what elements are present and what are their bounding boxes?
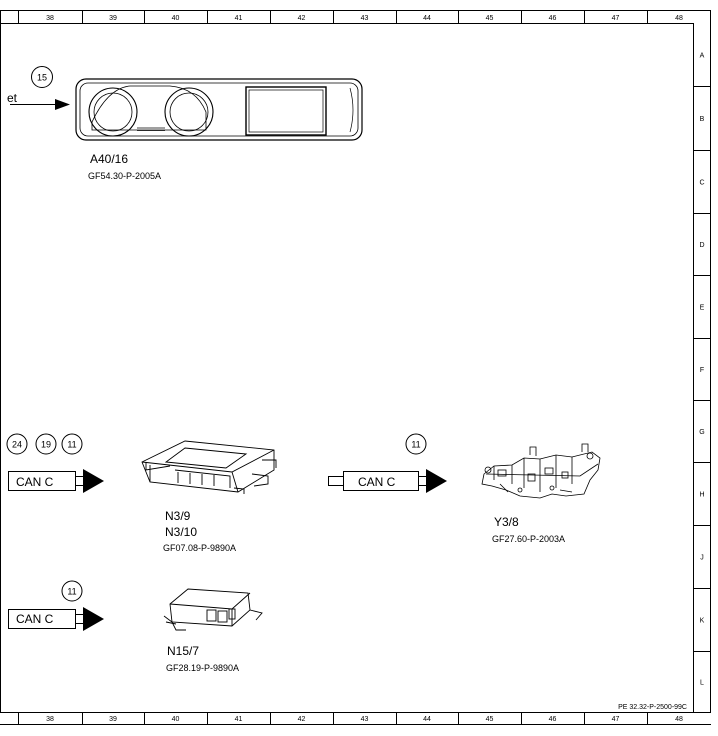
- row-letter: D: [699, 242, 704, 249]
- column-number-bottom: 39: [109, 716, 117, 723]
- truncated-edge-text: et: [7, 91, 18, 105]
- can-c-label-bottom: CAN C: [16, 612, 54, 626]
- can-c-arrow-mid: [328, 469, 447, 493]
- column-number-top: 42: [298, 15, 306, 22]
- column-number-bottom: 41: [235, 716, 243, 723]
- row-letter: K: [700, 618, 705, 625]
- reference-circle-24-label: 24: [12, 440, 22, 450]
- column-number-top: 46: [549, 15, 557, 22]
- reference-circle-11-mid-label: 11: [411, 440, 420, 450]
- column-ruler-bottom: 38 39 40 41 42 43 44 45 46 47 48: [18, 713, 683, 724]
- module-label-n3-9: N3/9: [165, 509, 191, 523]
- ref-label-a40-16: GF54.30-P-2005A: [88, 171, 161, 181]
- can-c-arrow-left: [8, 469, 104, 493]
- column-number-bottom: 42: [298, 716, 306, 723]
- row-letter: B: [700, 116, 705, 123]
- ref-label-n3: GF07.08-P-9890A: [163, 543, 236, 553]
- column-number-bottom: 44: [423, 716, 431, 723]
- row-letter: J: [700, 555, 704, 562]
- arrow-head-15: [55, 99, 70, 110]
- row-letter: E: [700, 305, 705, 312]
- control-module-n15-7-drawing: [163, 588, 263, 631]
- valve-body-y3-8-drawing: [481, 443, 601, 499]
- control-module-n3-drawing: [141, 440, 277, 494]
- column-number-top: 43: [361, 15, 369, 22]
- column-number-bottom: 46: [549, 716, 557, 723]
- component-label-a40-16: A40/16: [90, 152, 128, 166]
- column-number-bottom: 38: [46, 716, 54, 723]
- column-number-bottom: 43: [361, 716, 369, 723]
- row-letter: G: [699, 429, 704, 436]
- column-number-top: 47: [612, 15, 620, 22]
- row-letter: H: [699, 492, 704, 499]
- column-number-top: 45: [486, 15, 494, 22]
- module-label-n3-10: N3/10: [165, 525, 197, 539]
- column-number-bottom: 48: [675, 716, 683, 723]
- column-number-top: 44: [423, 15, 431, 22]
- component-label-n15-7: N15/7: [167, 644, 199, 658]
- can-c-arrow-bottom: [8, 607, 104, 631]
- row-letter: A: [700, 53, 705, 60]
- reference-circle-19: [35, 433, 57, 455]
- row-letter: C: [699, 180, 704, 187]
- instrument-cluster-drawing: [75, 78, 363, 141]
- ref-label-n15-7: GF28.19-P-9890A: [166, 663, 239, 673]
- reference-circle-15-label: 15: [37, 73, 47, 83]
- ref-label-y3-8: GF27.60-P-2003A: [492, 534, 565, 544]
- column-number-top: 40: [172, 15, 180, 22]
- column-number-top: 48: [675, 15, 683, 22]
- column-number-bottom: 47: [612, 716, 620, 723]
- row-letter: L: [700, 680, 704, 687]
- reference-circle-11-left: [61, 433, 83, 455]
- row-ruler-right: A B C D E F G H J K L: [693, 53, 711, 687]
- reference-circle-15: [31, 66, 53, 88]
- column-number-bottom: 40: [172, 716, 180, 723]
- reference-circle-11-mid: [405, 433, 427, 455]
- reference-circle-24: [6, 433, 28, 455]
- document-id: PE 32.32-P-2500-99C: [618, 704, 687, 711]
- reference-circle-11-bottom: [61, 580, 83, 602]
- column-number-top: 38: [46, 15, 54, 22]
- component-label-y3-8: Y3/8: [494, 515, 519, 529]
- can-c-label-mid: CAN C: [358, 475, 396, 489]
- column-ruler-top: 38 39 40 41 42 43 44 45 46 47 48: [18, 11, 683, 23]
- can-c-label-left: CAN C: [16, 475, 54, 489]
- column-number-bottom: 45: [486, 716, 494, 723]
- column-number-top: 41: [235, 15, 243, 22]
- row-letter: F: [700, 367, 704, 374]
- sheet-frame: [0, 10, 711, 713]
- column-number-top: 39: [109, 15, 117, 22]
- reference-circle-19-label: 19: [41, 440, 51, 450]
- reference-circle-11-left-label: 11: [67, 440, 76, 450]
- reference-circle-11-bottom-label: 11: [67, 587, 76, 597]
